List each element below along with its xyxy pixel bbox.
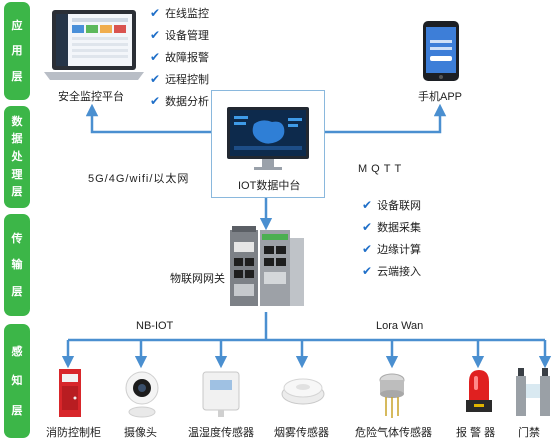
smartphone-icon — [422, 20, 460, 82]
laptop-icon — [42, 8, 146, 84]
device-label-fire-cabinet: 消防控制柜 — [46, 424, 101, 440]
app-feature-item: ✔ 数据分析 — [150, 93, 209, 109]
layer-char: 层 — [12, 405, 23, 417]
transport-feature-label: 边缘计算 — [377, 241, 421, 257]
protocol-label: MQTT — [358, 163, 405, 175]
access-gate-icon — [514, 366, 552, 418]
transport-feature-label: 数据采集 — [377, 219, 421, 235]
transport-feature-item: ✔ 数据采集 — [362, 219, 421, 235]
smoke-sensor-icon — [280, 374, 326, 406]
app-feature-label: 故障报警 — [165, 49, 209, 65]
check-icon: ✔ — [150, 72, 160, 86]
temperature-humidity-sensor-icon — [200, 370, 242, 418]
layer-char: 层 — [12, 186, 23, 198]
layer-char: 传 — [12, 233, 23, 245]
app-feature-label: 在线监控 — [165, 5, 209, 21]
check-icon: ✔ — [362, 198, 372, 212]
layer-char: 用 — [12, 45, 23, 57]
transport-feature-item: ✔ 设备联网 — [362, 197, 421, 213]
app-feature-item: ✔ 远程控制 — [150, 71, 209, 87]
layer-char: 处 — [12, 151, 23, 163]
check-icon: ✔ — [362, 264, 372, 278]
gateway-icon — [226, 224, 308, 310]
layer-transport-badge: 传 输 层 — [4, 214, 30, 316]
check-icon: ✔ — [150, 50, 160, 64]
check-icon: ✔ — [362, 242, 372, 256]
hazardous-gas-sensor-icon — [378, 372, 406, 420]
device-label-temp-humidity: 温湿度传感器 — [188, 424, 254, 440]
device-label-door: 门禁 — [518, 424, 540, 440]
layer-data-badge: 数 据 处 理 层 — [4, 106, 30, 208]
monitor-icon — [226, 106, 310, 172]
app-feature-label: 数据分析 — [165, 93, 209, 109]
layer-char: 应 — [12, 20, 23, 32]
layer-char: 输 — [12, 259, 23, 271]
device-label-gas: 危险气体传感器 — [355, 424, 432, 440]
layer-app-badge: 应 用 层 — [4, 2, 30, 100]
layer-char: 感 — [12, 346, 23, 358]
layer-char: 理 — [12, 169, 23, 181]
gateway-label: 物联网网关 — [170, 270, 225, 286]
fire-control-cabinet-icon — [58, 368, 82, 418]
app-feature-item: ✔ 故障报警 — [150, 49, 209, 65]
check-icon: ✔ — [150, 94, 160, 108]
check-icon: ✔ — [150, 28, 160, 42]
app-feature-item: ✔ 在线监控 — [150, 5, 209, 21]
app-feature-label: 设备管理 — [165, 27, 209, 43]
data-center-label: IOT数据中台 — [238, 177, 300, 193]
layer-sensing-badge: 感 知 层 — [4, 324, 30, 438]
check-icon: ✔ — [362, 220, 372, 234]
device-label-smoke: 烟雾传感器 — [274, 424, 329, 440]
network-label: 5G/4G/wifi/以太网 — [88, 170, 189, 186]
layer-char: 据 — [12, 133, 23, 145]
device-label-alarm: 报 警 器 — [456, 424, 495, 440]
transport-feature-label: 云端接入 — [377, 263, 421, 279]
app-feature-item: ✔ 设备管理 — [150, 27, 209, 43]
lora-label: Lora Wan — [376, 320, 423, 332]
check-icon: ✔ — [150, 6, 160, 20]
device-label-camera: 摄像头 — [124, 424, 157, 440]
layer-char: 数 — [12, 116, 23, 128]
line-to-platform — [92, 110, 211, 132]
nbiot-label: NB-IOT — [136, 320, 173, 332]
platform-label: 安全监控平台 — [58, 88, 124, 104]
transport-feature-label: 设备联网 — [377, 197, 421, 213]
layer-char: 层 — [12, 71, 23, 83]
transport-feature-item: ✔ 边缘计算 — [362, 241, 421, 257]
layer-char: 层 — [12, 286, 23, 298]
layer-char: 知 — [12, 375, 23, 387]
camera-icon — [124, 370, 160, 418]
mobile-app-label: 手机APP — [418, 88, 462, 104]
transport-feature-item: ✔ 云端接入 — [362, 263, 421, 279]
line-to-mobile — [325, 110, 440, 132]
alarm-icon — [464, 368, 494, 416]
app-feature-label: 远程控制 — [165, 71, 209, 87]
